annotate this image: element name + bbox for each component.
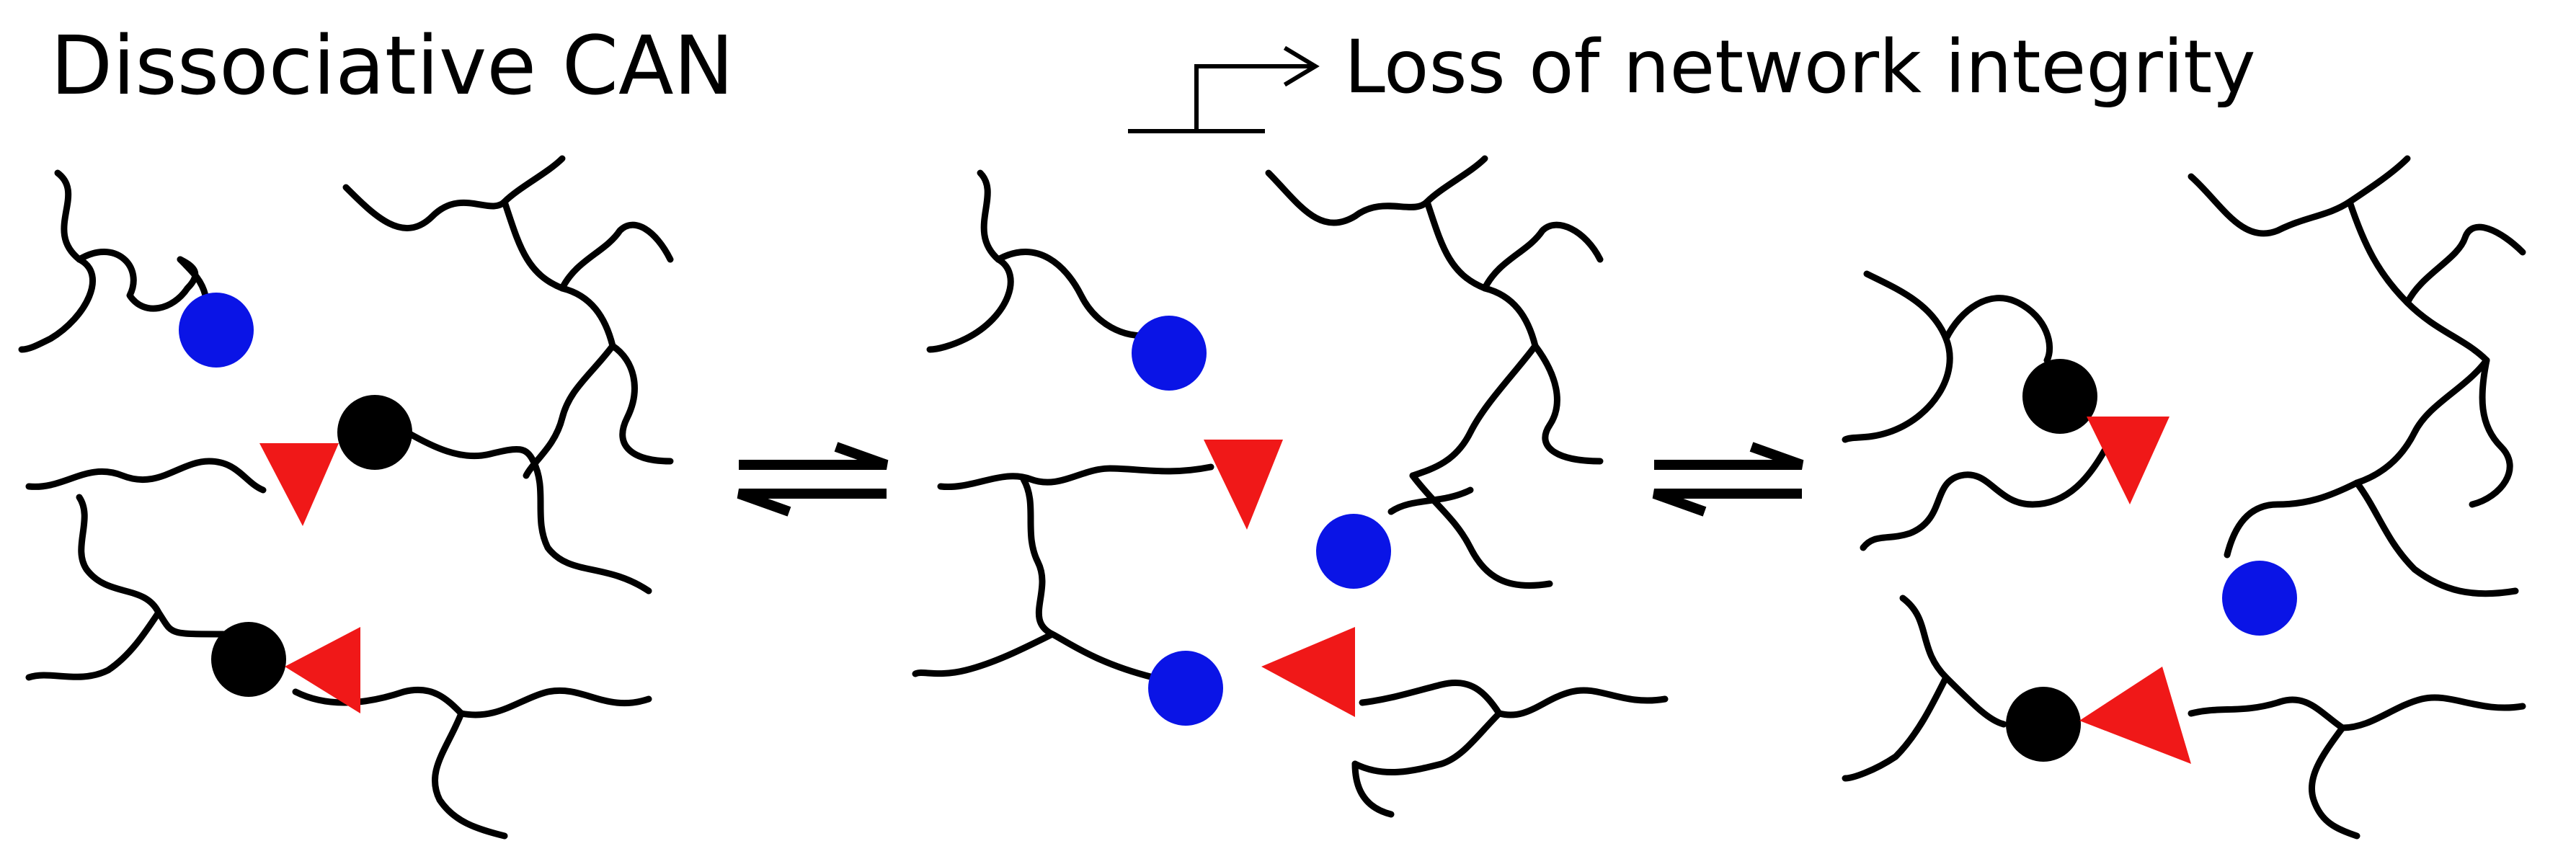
reactive-end-circle (1148, 651, 1223, 726)
reactive-end-circle (179, 293, 254, 368)
network-panel-3 (1842, 155, 2526, 840)
reactive-end-triangle (1261, 627, 1355, 717)
diagram-title: Dissociative CAN (50, 19, 734, 113)
crosslink-node (211, 622, 286, 697)
network-panel-1 (18, 155, 674, 840)
reactive-end-triangle (259, 443, 339, 526)
reactive-end-circle (1316, 514, 1391, 589)
crosslink-node (2022, 359, 2097, 434)
reactive-end-triangle (2079, 667, 2191, 764)
reactive-end-triangle (1204, 440, 1283, 530)
reactive-end-circle (2222, 561, 2297, 636)
reactive-end-triangle (285, 627, 360, 713)
equilibrium-arrows-icon (1652, 442, 1804, 517)
network-panel-2 (912, 155, 1669, 818)
crosslink-node (337, 395, 412, 470)
reactive-end-triangle (2087, 417, 2169, 504)
crosslink-node (2006, 687, 2081, 762)
reactive-end-circle (1132, 316, 1207, 391)
annotation-text: Loss of network integrity (1344, 25, 2256, 110)
equilibrium-arrows-icon (737, 442, 889, 517)
bent-arrow-icon (1128, 45, 1320, 133)
